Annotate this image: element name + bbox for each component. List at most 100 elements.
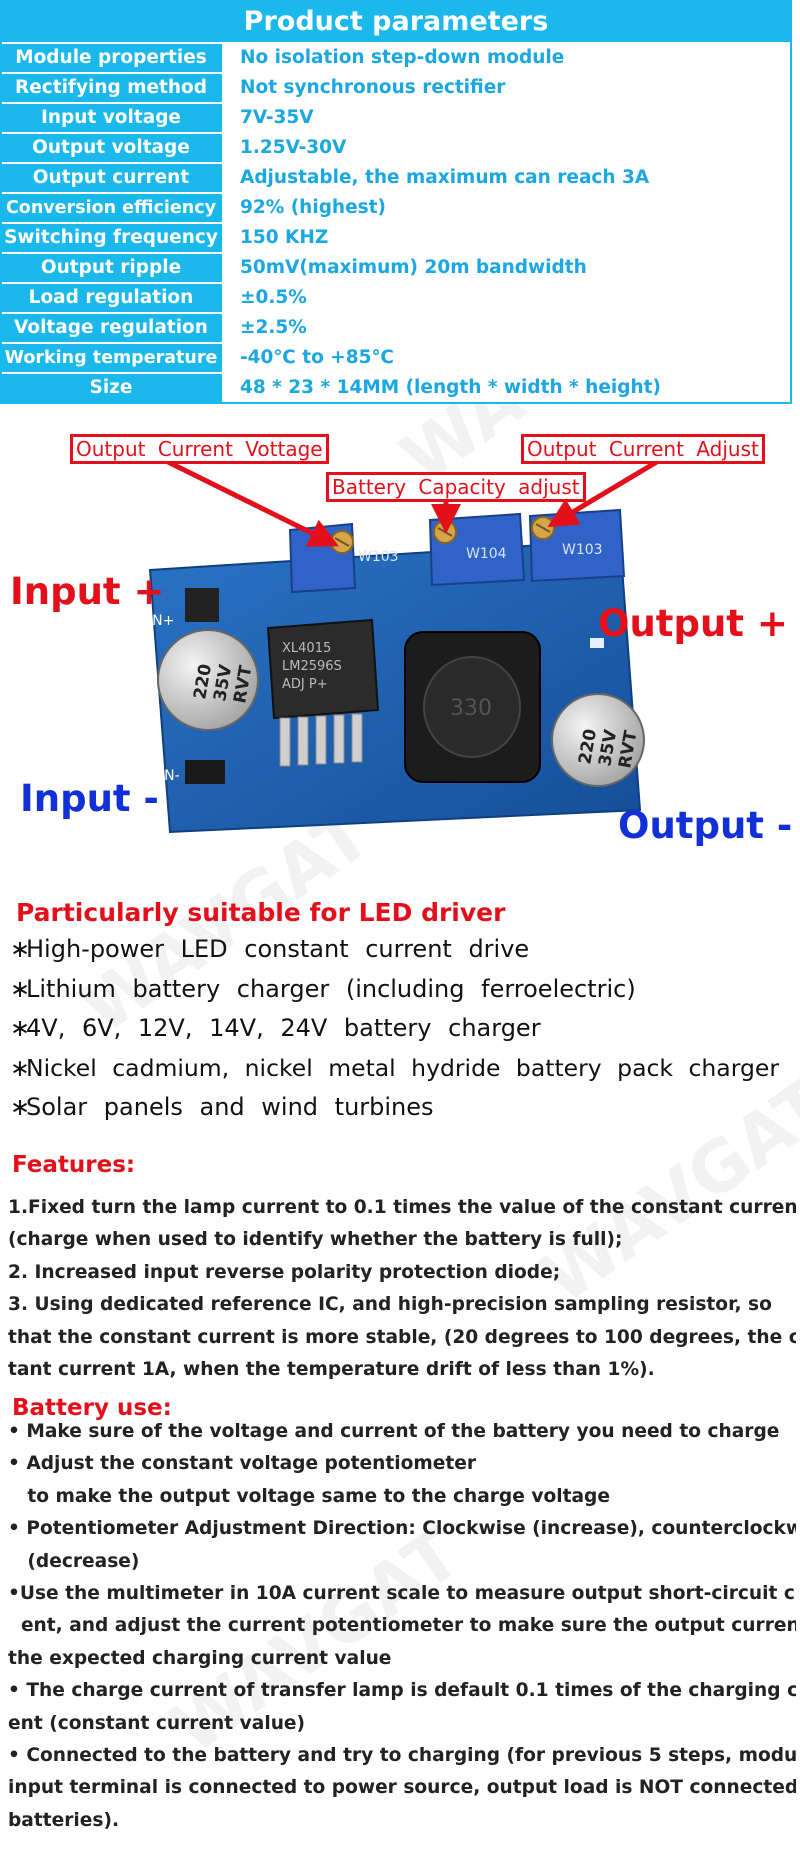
inductor: 330 — [404, 631, 541, 783]
terminal-input-minus: Input - — [20, 777, 159, 820]
row-value: ±2.5% — [220, 314, 790, 342]
table-row: Input voltage 7V-35V — [2, 102, 790, 132]
battery-line: input terminal is connected to power sou… — [8, 1777, 796, 1799]
pot2-label: W104 — [466, 546, 507, 562]
row-label: Switching frequency — [4, 227, 218, 248]
row-label: Working temperature — [4, 348, 218, 368]
table-row: Module properties No isolation step-down … — [2, 42, 790, 72]
bullet-icon: ∗ — [10, 935, 31, 963]
potentiometer-3: W103 — [528, 508, 626, 583]
list-item-text: Nickel cadmium, nickel metal hydride bat… — [26, 1053, 779, 1082]
features-line: 1.Fixed turn the lamp current to 0.1 tim… — [8, 1197, 796, 1218]
pot1-label: W103 — [358, 549, 399, 565]
list-item: ∗Lithium battery charger (including ferr… — [10, 970, 800, 1010]
smd-component — [185, 588, 219, 622]
ic-line: XL4015 — [282, 641, 331, 656]
row-value: 48 * 23 * 14MM (length * width * height) — [220, 374, 790, 402]
terminal-output-minus: Output - — [618, 804, 793, 847]
row-label: Size — [89, 377, 133, 398]
battery-line: •Use the multimeter in 10A current scale… — [8, 1583, 796, 1605]
list-item-text: High-power LED constant current drive — [26, 935, 530, 963]
features-line: (charge when used to identify whether th… — [8, 1229, 623, 1251]
battery-line: (decrease) — [8, 1550, 140, 1572]
battery-line: • The charge current of transfer lamp is… — [8, 1680, 796, 1702]
pcb-illustration: W103 W104 W103 IN+ IN- 220 35V RVT XL401… — [148, 455, 662, 834]
bullet-icon: ∗ — [10, 1093, 31, 1121]
list-item-text: 4V, 6V, 12V, 14V, 24V battery charger — [26, 1014, 541, 1042]
list-item: ∗High-power LED constant current drive — [10, 930, 800, 970]
row-value: 7V-35V — [220, 104, 790, 132]
battery-line: ent, and adjust the current potentiomete… — [8, 1615, 796, 1637]
product-parameters-table: Product parameters Module properties No i… — [0, 0, 792, 404]
bullet-icon: ∗ — [10, 1053, 30, 1082]
led-list: ∗High-power LED constant current drive ∗… — [10, 930, 800, 1128]
pin-in-plus: IN+ — [148, 613, 174, 629]
row-value: ±0.5% — [220, 284, 790, 312]
battery-line: ent (constant current value) — [8, 1712, 306, 1734]
battery-line: batteries). — [8, 1809, 120, 1831]
capacitor-right: 220 35V RVT — [551, 693, 645, 787]
row-value: 1.25V-30V — [220, 134, 790, 162]
row-value: -40℃ to +85℃ — [220, 344, 790, 372]
ic-line: LM2596S — [282, 659, 342, 674]
table-row: Output current Adjustable, the maximum ca… — [2, 162, 790, 192]
row-label: Output current — [32, 167, 190, 188]
pin-in-minus: IN- — [160, 768, 180, 784]
features-line: 2. Increased input reverse polarity prot… — [8, 1261, 561, 1283]
diode-component — [185, 760, 225, 784]
features-title: Features: — [12, 1152, 136, 1178]
list-item-text: Lithium battery charger (including ferro… — [26, 974, 636, 1003]
arrow-output-current-voltage — [158, 455, 339, 547]
list-item: ∗Solar panels and wind turbines — [10, 1088, 800, 1128]
row-label: Rectifying method — [14, 77, 208, 98]
table-title: Product parameters — [243, 6, 549, 37]
arrow-output-current-adjust — [547, 457, 662, 528]
capacitor-left: 220 35V RVT — [157, 629, 259, 731]
table-row: Voltage regulation ±2.5% — [2, 312, 790, 342]
regulator-ic: XL4015 LM2596S ADJ P+ — [266, 618, 380, 767]
terminal-input-plus: Input + — [10, 570, 165, 613]
module-diagram: W103 W104 W103 IN+ IN- 220 35V RVT XL401… — [0, 420, 800, 870]
row-label: Voltage regulation — [14, 317, 208, 338]
features-line: 3. Using dedicated reference IC, and hig… — [8, 1294, 772, 1316]
led-section-title: Particularly suitable for LED driver — [16, 898, 506, 927]
list-item-text: Solar panels and wind turbines — [26, 1093, 434, 1121]
battery-line: • Connected to the battery and try to ch… — [8, 1745, 796, 1767]
callout-battery-capacity: Battery Capacity adjust — [326, 472, 586, 502]
ic-line: ADJ P+ — [282, 677, 328, 692]
table-row: Load regulation ±0.5% — [2, 282, 790, 312]
battery-line: to make the output voltage same to the c… — [8, 1485, 610, 1507]
list-item: ∗4V, 6V, 12V, 14V, 24V battery charger — [10, 1009, 800, 1049]
battery-use-text: • Make sure of the voltage and current o… — [8, 1416, 796, 1837]
row-label: Conversion efficiency — [5, 198, 217, 218]
table-row: Working temperature-40℃ to +85℃ — [2, 342, 790, 372]
led-indicator — [590, 638, 604, 648]
row-label: Module properties — [15, 47, 207, 68]
row-label: Output ripple — [40, 257, 182, 278]
row-value: No isolation step-down module — [220, 44, 790, 72]
features-text: 1.Fixed turn the lamp current to 0.1 tim… — [8, 1192, 796, 1386]
callout-output-current-adjust: Output Current Adjust — [521, 434, 765, 464]
pot3-label: W103 — [562, 542, 603, 558]
terminal-output-plus: Output + — [598, 602, 788, 645]
row-value: 150 KHZ — [220, 224, 790, 252]
row-label: Load regulation — [28, 287, 194, 308]
battery-line: • Potentiometer Adjustment Direction: Cl… — [8, 1518, 796, 1540]
inductor-label: 330 — [450, 696, 492, 721]
list-item: ∗Nickel cadmium, nickel metal hydride ba… — [10, 1049, 800, 1089]
table-row: Size 48 * 23 * 14MM (length * width * hei… — [2, 372, 790, 402]
bullet-icon: ∗ — [10, 974, 31, 1003]
battery-line: • Make sure of the voltage and current o… — [8, 1421, 780, 1442]
features-line: tant current 1A, when the temperature dr… — [8, 1359, 655, 1381]
row-value: Not synchronous rectifier — [220, 74, 790, 102]
battery-use-title: Battery use: — [12, 1395, 172, 1421]
features-line: that the constant current is more stable… — [8, 1326, 796, 1348]
row-label: Input voltage — [41, 107, 181, 128]
bullet-icon: ∗ — [10, 1014, 31, 1042]
table-row: Rectifying method Not synchronous rectifi… — [2, 72, 790, 102]
row-value: Adjustable, the maximum can reach 3A — [220, 164, 790, 192]
